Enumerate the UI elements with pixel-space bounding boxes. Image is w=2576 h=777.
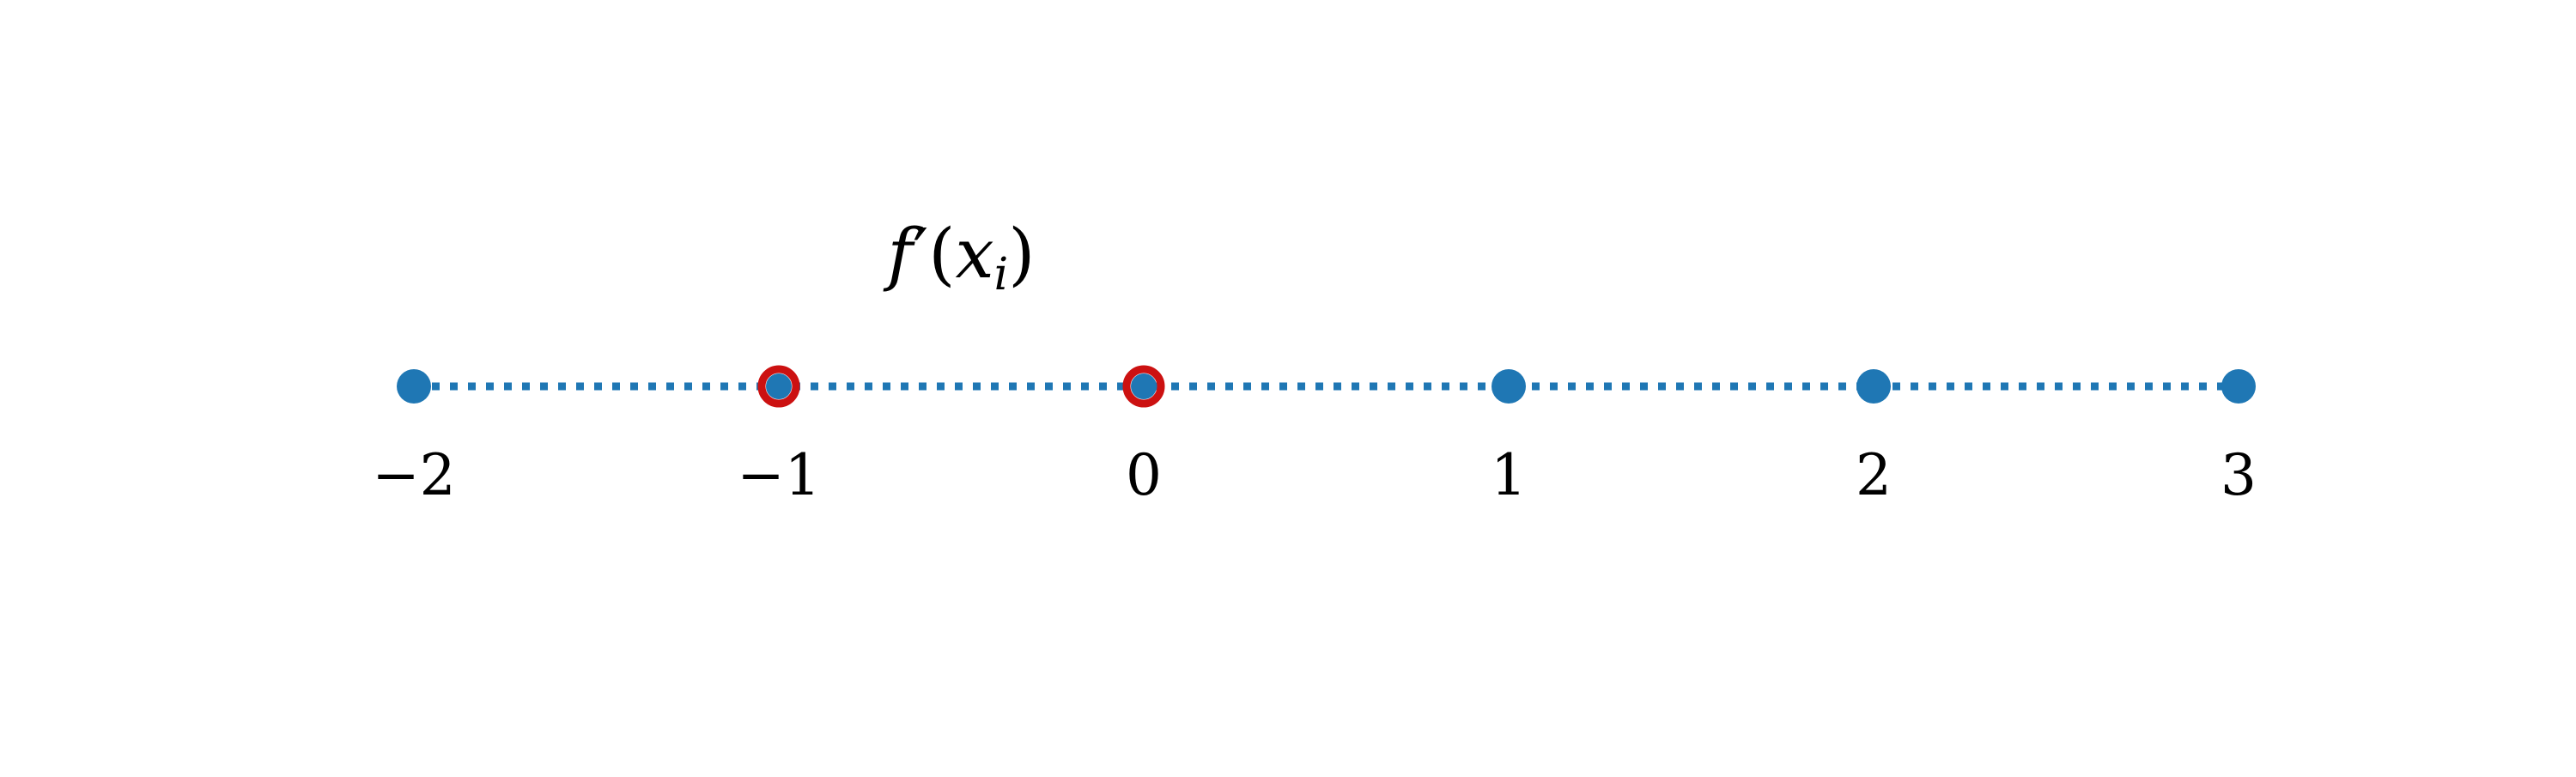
- tick-label: 2: [1856, 442, 1892, 508]
- data-point-highlighted: [1131, 373, 1157, 399]
- annotation-close-paren: ): [1008, 214, 1035, 294]
- data-point: [1492, 369, 1526, 404]
- points-layer: [397, 365, 2256, 408]
- data-point: [397, 369, 431, 404]
- tick-label: −2: [372, 442, 455, 508]
- tick-label: −1: [737, 442, 820, 508]
- annotation-subscript: i: [994, 249, 1009, 300]
- highlight-ring: [1122, 365, 1165, 408]
- highlight-ring: [757, 365, 800, 408]
- tick-label: 3: [2221, 442, 2257, 508]
- tick-label: 0: [1126, 442, 1162, 508]
- annotation-x: x: [956, 214, 994, 294]
- annotation-open-paren: (: [928, 214, 955, 294]
- annotation-prime: ′: [913, 214, 928, 294]
- data-point-highlighted: [766, 373, 792, 399]
- data-point: [2221, 369, 2256, 404]
- data-point: [1856, 369, 1891, 404]
- tick-label: 1: [1491, 442, 1527, 508]
- tick-labels-layer: −2 −1 0 1 2 3: [372, 442, 2257, 508]
- derivative-annotation: f′(xi): [884, 214, 1036, 300]
